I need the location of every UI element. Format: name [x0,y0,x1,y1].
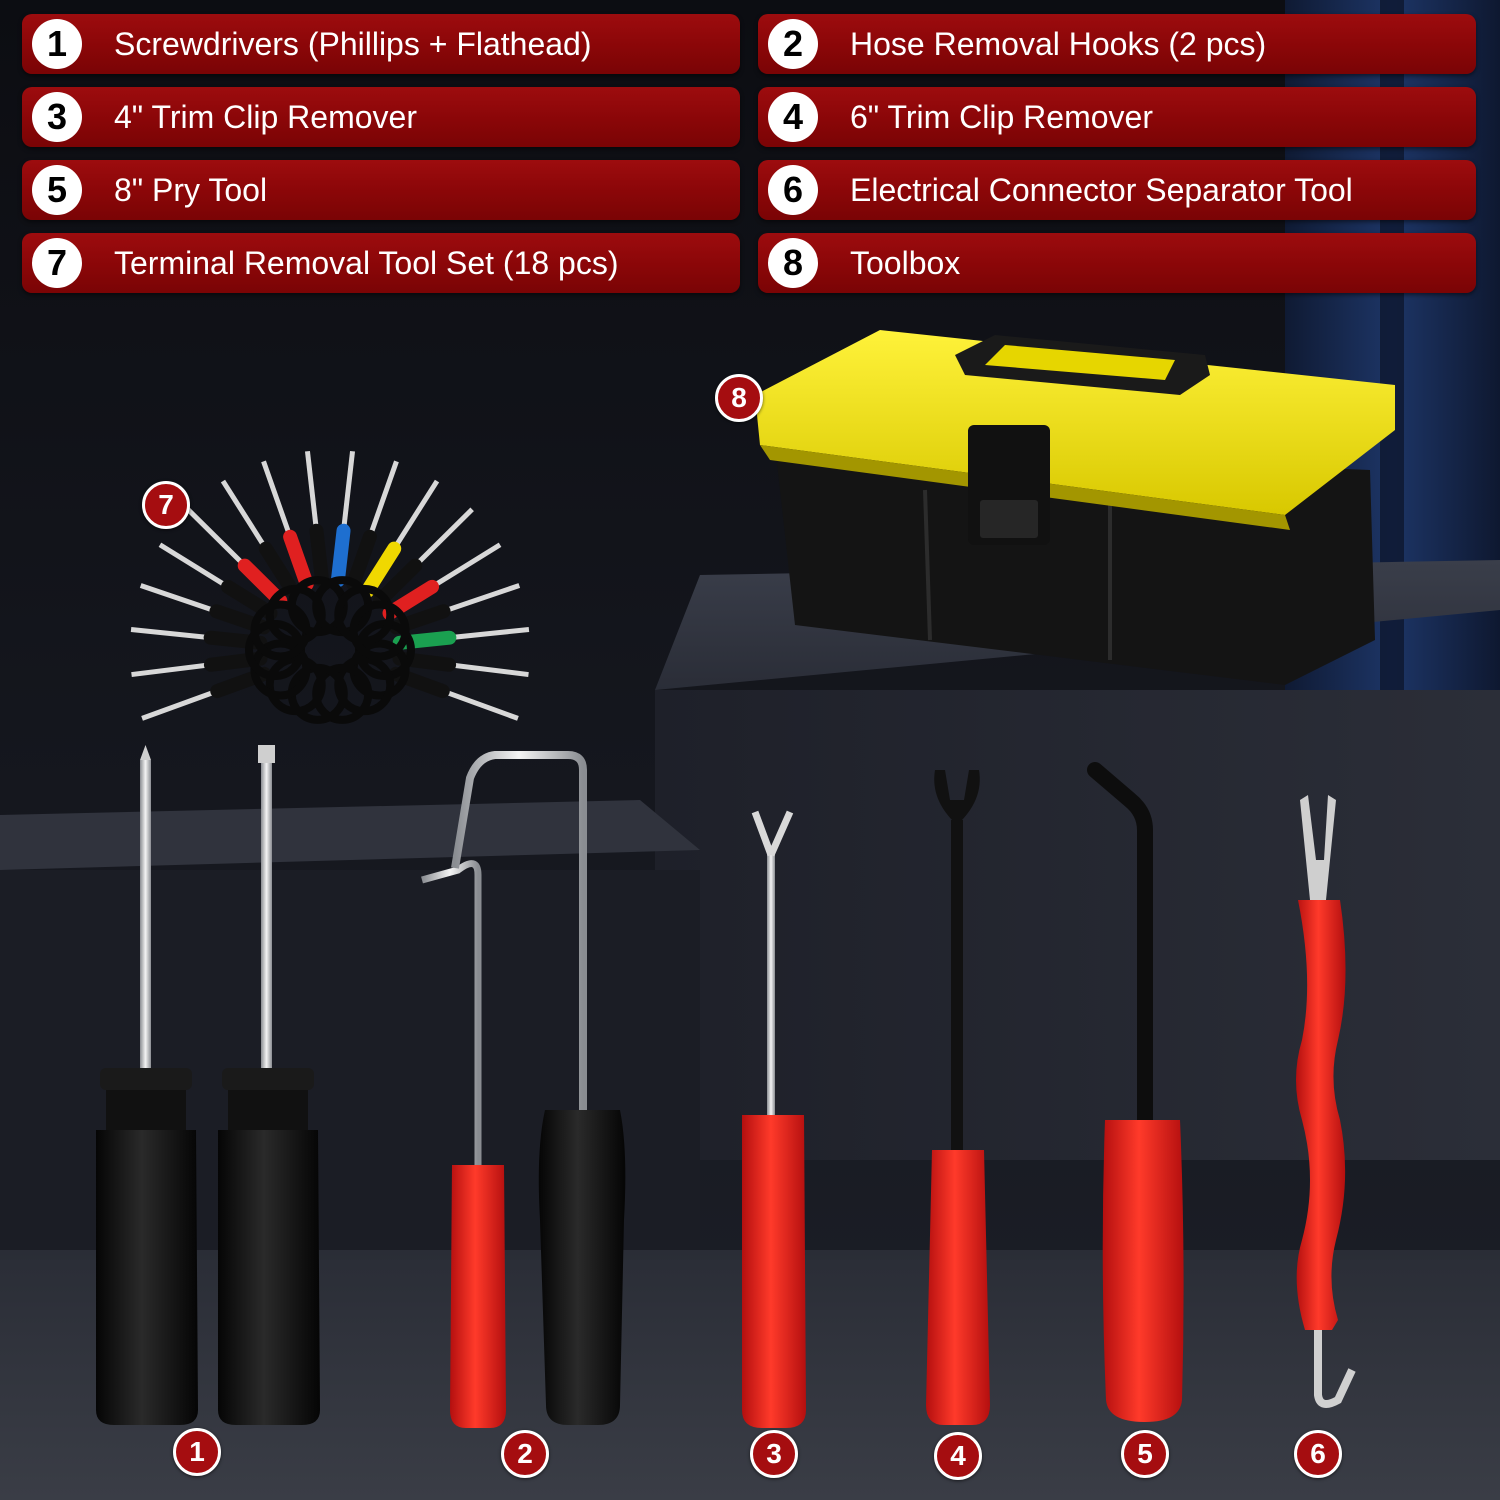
pry-tool-8in-handle [1102,1120,1184,1422]
badge-trim-clip-4in: 3 [750,1430,798,1478]
legend-number: 4 [768,92,818,142]
badge-hose-hooks: 2 [501,1430,549,1478]
legend-number: 5 [32,165,82,215]
toolbox-lid [755,330,1395,515]
trim-clip-remover-4in [742,810,806,1428]
hose-hook-small [421,860,506,1428]
legend-number: 3 [32,92,82,142]
legend-label: 4" Trim Clip Remover [114,99,417,135]
terminal-grip [283,529,314,591]
legend-item-1: 1 Screwdrivers (Phillips + Flathead) [22,14,740,74]
legend-label: Terminal Removal Tool Set (18 pcs) [114,245,619,281]
connector-separator-tool-handle [1296,900,1346,1330]
toolbox [755,330,1395,685]
screwdriver-phillips-shaft [140,760,151,1080]
legend-item-8: 8 Toolbox [758,233,1476,293]
pry-tool-8in [1087,762,1184,1422]
legend-number: 6 [768,165,818,215]
legend-label: Toolbox [850,245,961,281]
screwdriver-phillips-handle [96,1130,198,1425]
platform-right-front [655,690,1500,1160]
hose-hook-large [451,751,626,1425]
badge-toolbox: 8 [715,374,763,422]
terminal-ring [334,584,395,645]
screwdriver-flathead [218,745,320,1425]
badge-connector-separator: 6 [1294,1430,1342,1478]
legend-label: Electrical Connector Separator Tool [850,172,1353,208]
terminal-grip [360,541,402,598]
badge-pry-tool: 5 [1121,1430,1169,1478]
screwdriver-flathead-handle [218,1130,320,1425]
screwdriver-phillips [96,745,198,1425]
terminal-tool-set [130,450,530,724]
legend-item-5: 5 8" Pry Tool [22,160,740,220]
terminal-grip [309,523,330,588]
legend-number: 2 [768,19,818,69]
legend-number: 8 [768,238,818,288]
terminal-grip [258,541,300,598]
terminal-ring [349,600,410,661]
badge-terminal-set: 7 [142,481,190,529]
hose-hook-large-handle [538,1110,626,1425]
legend-item-7: 7 Terminal Removal Tool Set (18 pcs) [22,233,740,293]
trim-clip-remover-6in [926,770,990,1425]
legend-label: Hose Removal Hooks (2 pcs) [850,26,1267,62]
legend-label: 6" Trim Clip Remover [850,99,1153,135]
hose-hook-small-handle [450,1165,506,1428]
legend-label: 8" Pry Tool [114,172,268,208]
badge-screwdrivers: 1 [173,1428,221,1476]
trim-clip-remover-6in-handle [926,1150,990,1425]
legend-number: 1 [32,19,82,69]
legend-label: Screwdrivers (Phillips + Flathead) [114,26,592,62]
terminal-grip [346,529,377,591]
screwdriver-flathead-shaft [261,760,272,1080]
terminal-grip [330,523,351,588]
platform-left-top [0,800,700,870]
legend-item-4: 4 6" Trim Clip Remover [758,87,1476,147]
connector-separator-tool [1296,795,1356,1408]
trim-clip-remover-4in-handle [742,1115,806,1428]
legend-item-3: 3 4" Trim Clip Remover [22,87,740,147]
legend-item-2: 2 Hose Removal Hooks (2 pcs) [758,14,1476,74]
legend-number: 7 [32,238,82,288]
legend-item-6: 6 Electrical Connector Separator Tool [758,160,1476,220]
badge-trim-clip-6in: 4 [934,1432,982,1480]
